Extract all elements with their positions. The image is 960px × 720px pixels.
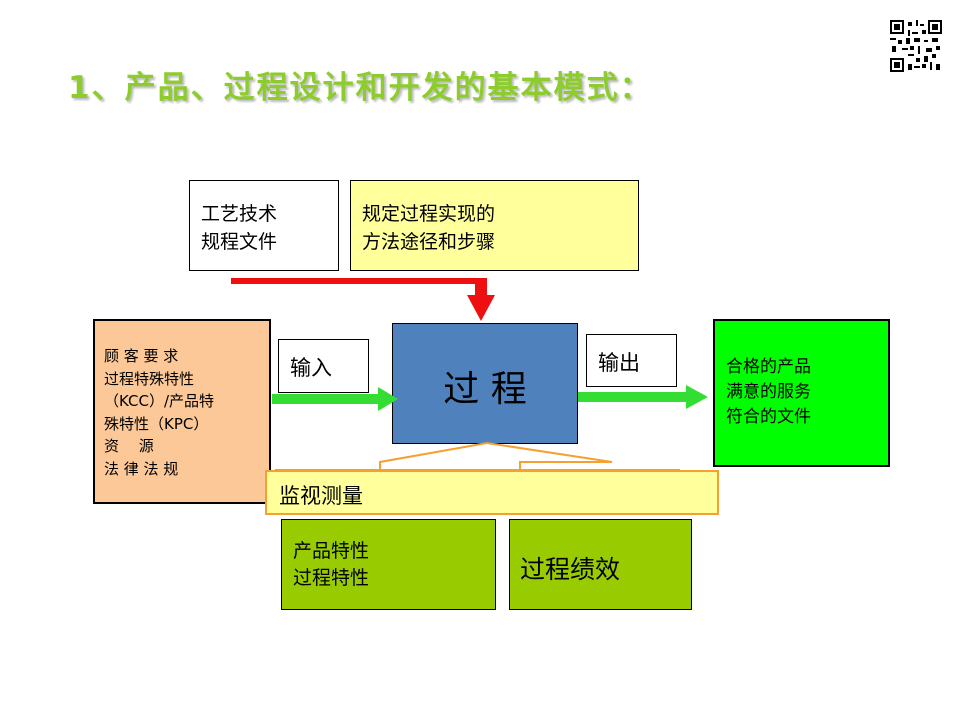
outputs-box: 合格的产品 满意的服务 符合的文件	[713, 319, 890, 467]
box-line: 规程文件	[201, 231, 278, 253]
box-line: 资 源	[104, 437, 154, 455]
performance-label: 过程绩效	[520, 555, 621, 584]
box-line: 方法途径和步骤	[362, 231, 496, 253]
qr-code-icon	[890, 20, 942, 72]
process-box: 过 程	[392, 323, 578, 444]
monitoring-arrow	[275, 441, 680, 471]
monitoring-label: 监视测量	[279, 484, 363, 508]
input-label-box: 输入	[278, 339, 369, 393]
box-line: 产品特性	[293, 540, 370, 562]
box-line: 过程特殊特性	[104, 369, 195, 388]
box-line: 顾 客 要 求	[104, 347, 179, 365]
page-title: 1、产品、过程设计和开发的基本模式：	[68, 70, 653, 106]
output-label: 输出	[598, 351, 640, 375]
monitoring-bar: 监视测量	[265, 470, 719, 515]
customer-requirements-box: 顾 客 要 求 过程特殊特性 （KCC）/产品特 殊特性（KPC） 资 源 法 …	[93, 319, 271, 504]
input-label: 输入	[290, 356, 332, 380]
box-line: 满意的服务	[726, 382, 811, 402]
box-line: 工艺技术	[201, 203, 278, 225]
box-line: 过程特性	[293, 567, 370, 589]
performance-box: 过程绩效	[509, 519, 692, 610]
box-line: 规定过程实现的	[362, 203, 496, 225]
box-line: 法 律 法 规	[104, 459, 179, 478]
input-arrow	[272, 387, 398, 411]
box-line: 殊特性（KPC）	[104, 414, 209, 433]
box-line: 符合的文件	[726, 407, 811, 427]
characteristics-box: 产品特性 过程特性	[281, 519, 496, 610]
box-line: 合格的产品	[726, 357, 811, 377]
output-label-box: 输出	[586, 334, 677, 387]
output-arrow	[578, 385, 708, 409]
process-docs-box: 工艺技术 规程文件	[189, 180, 339, 271]
process-label: 过 程	[443, 369, 527, 410]
box-line: （KCC）/产品特	[104, 392, 215, 410]
process-methods-box: 规定过程实现的 方法途径和步骤	[350, 180, 639, 271]
red-arrow	[231, 278, 495, 321]
